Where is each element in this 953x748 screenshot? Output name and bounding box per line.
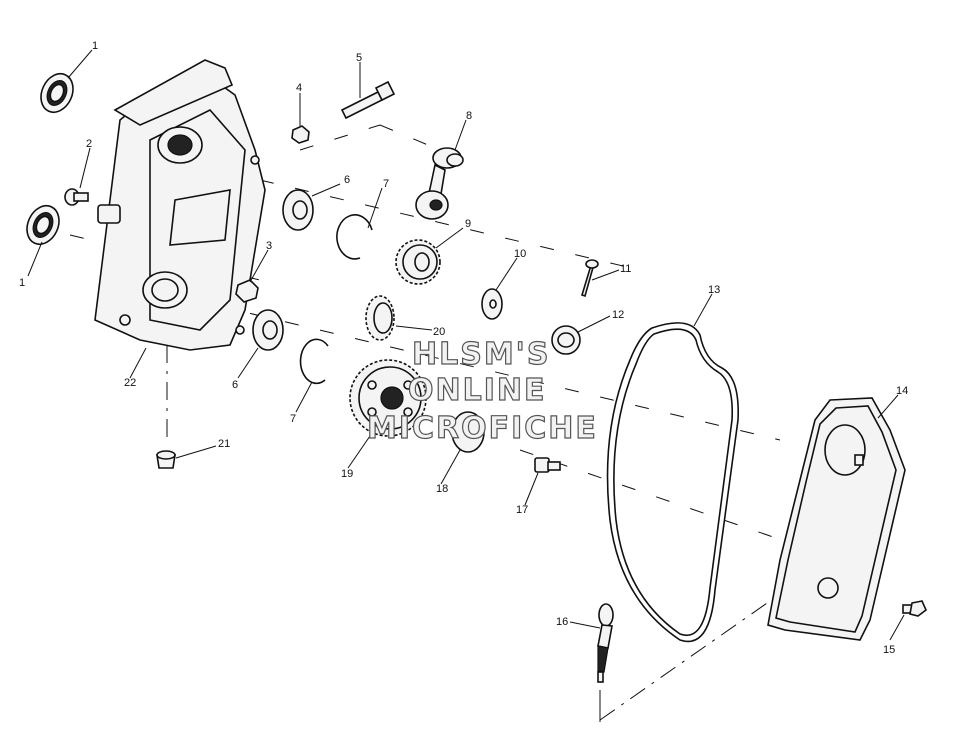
callout-6-lower: 6 bbox=[232, 379, 238, 391]
drain-plug bbox=[156, 450, 176, 469]
callout-22: 22 bbox=[124, 377, 136, 389]
callout-18: 18 bbox=[436, 483, 448, 495]
callout-1-upper: 1 bbox=[92, 40, 98, 52]
callout-8: 8 bbox=[466, 110, 472, 122]
callout-9: 9 bbox=[465, 218, 471, 230]
callout-7-lower: 7 bbox=[290, 413, 296, 425]
gear-case-housing bbox=[94, 59, 266, 351]
callout-11: 11 bbox=[620, 263, 631, 275]
retaining-ring-lower bbox=[299, 338, 329, 385]
bolt-cover bbox=[534, 457, 561, 473]
callout-5: 5 bbox=[356, 52, 362, 64]
small-sprocket bbox=[365, 295, 395, 341]
drive-sprocket bbox=[395, 239, 441, 285]
callout-1-lower: 1 bbox=[19, 277, 25, 289]
callout-12: 12 bbox=[612, 309, 624, 321]
callout-21: 21 bbox=[218, 438, 230, 450]
callout-19: 19 bbox=[341, 468, 353, 480]
callout-3: 3 bbox=[266, 240, 272, 252]
callout-6-upper: 6 bbox=[344, 174, 350, 186]
cover-bolt bbox=[902, 600, 927, 617]
cotter-pin bbox=[581, 259, 599, 298]
bolt-small bbox=[64, 188, 89, 206]
castle-nut bbox=[551, 325, 581, 355]
retaining-ring-upper bbox=[336, 214, 373, 260]
long-bolt bbox=[340, 80, 396, 120]
watermark-line-2: ONLINE bbox=[408, 373, 547, 408]
driven-sprocket-large bbox=[349, 359, 427, 437]
dipstick bbox=[597, 603, 614, 683]
watermark-line-3: MICROFICHE bbox=[367, 411, 598, 446]
washer-lower bbox=[451, 411, 485, 453]
hex-nut-housing bbox=[235, 279, 259, 303]
gasket bbox=[606, 322, 739, 643]
washer-upper bbox=[481, 288, 503, 320]
callout-7-upper: 7 bbox=[383, 178, 389, 190]
bearing-lower bbox=[252, 309, 284, 351]
callout-2: 2 bbox=[86, 138, 92, 150]
callout-14: 14 bbox=[896, 385, 908, 397]
bearing-upper bbox=[282, 189, 314, 231]
watermark-line-1: HLSM'S bbox=[412, 337, 550, 372]
callout-16: 16 bbox=[556, 616, 568, 628]
hex-nut-small bbox=[291, 125, 310, 144]
oil-seal-upper bbox=[40, 72, 74, 114]
oil-seal-lower bbox=[26, 204, 60, 246]
callout-17: 17 bbox=[516, 504, 528, 516]
chain-case-cover bbox=[767, 397, 906, 641]
watermark: HLSM'S ONLINE MICROFICHE bbox=[366, 336, 598, 446]
callout-10: 10 bbox=[514, 248, 526, 260]
callout-numbers: 1 2 1 3 4 5 6 7 8 9 10 11 12 13 14 15 16… bbox=[19, 40, 908, 656]
tensioner-arm bbox=[415, 147, 464, 220]
callout-4: 4 bbox=[296, 82, 302, 94]
callout-20: 20 bbox=[433, 326, 445, 338]
callout-13: 13 bbox=[708, 284, 720, 296]
assembly-axis-lines bbox=[69, 124, 841, 722]
callout-15: 15 bbox=[883, 644, 895, 656]
leader-lines bbox=[27, 49, 905, 641]
